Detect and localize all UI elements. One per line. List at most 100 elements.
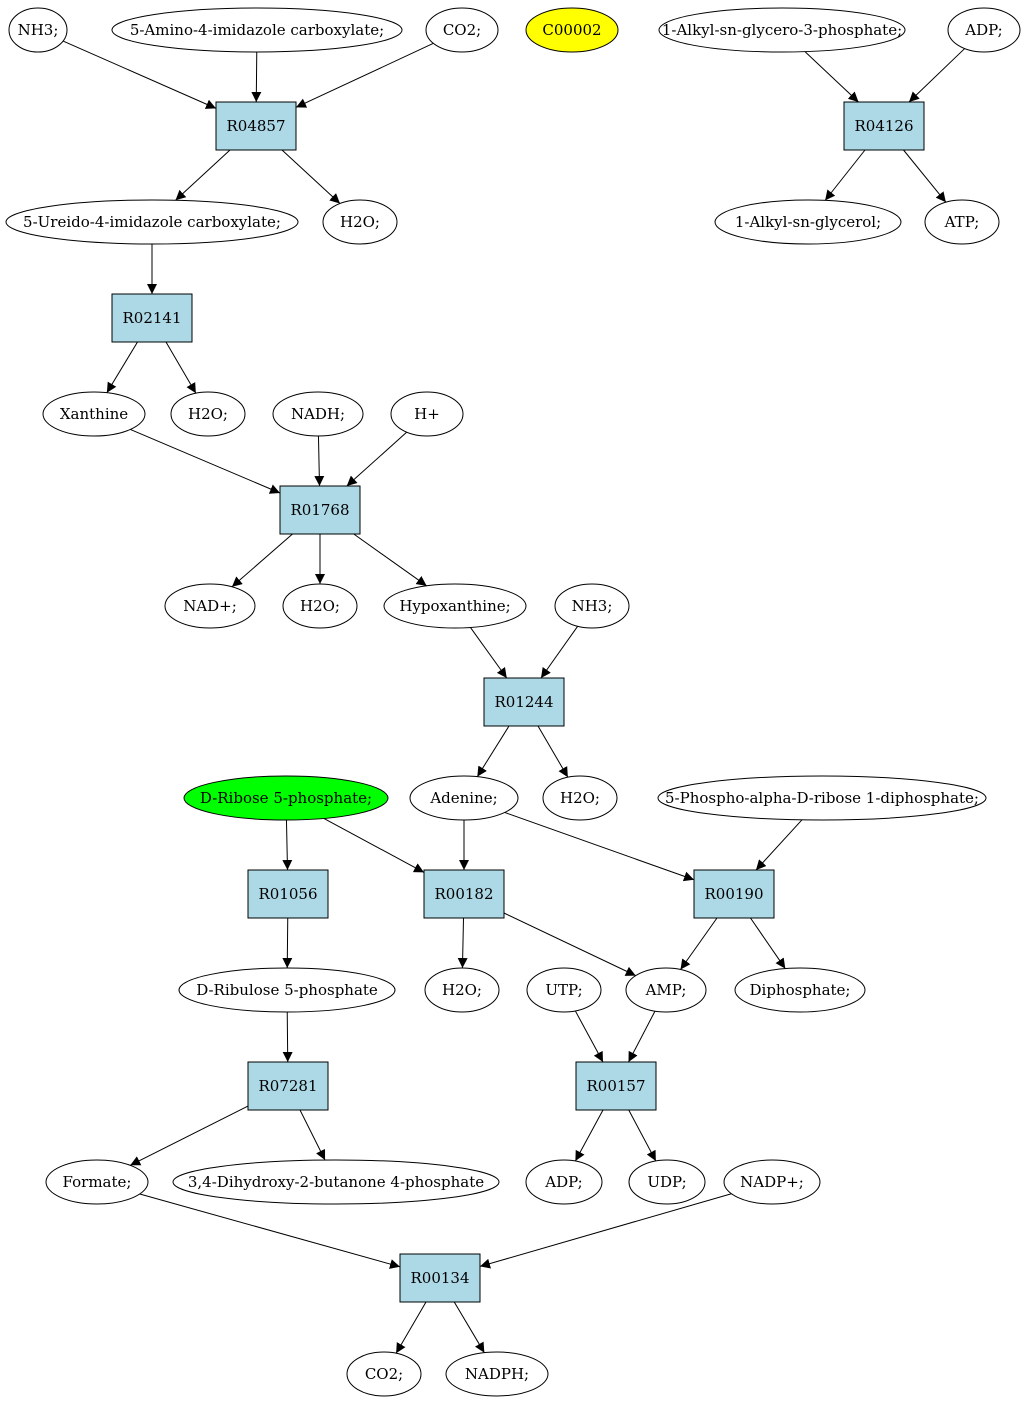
compound-ellipse bbox=[734, 967, 866, 1013]
compound-node-nh3[interactable]: NH3; bbox=[554, 583, 630, 629]
compound-ellipse bbox=[183, 775, 389, 821]
compound-node-d-ribose-5-phosphate[interactable]: D-Ribose 5-phosphate; bbox=[183, 775, 389, 821]
node-label: C00002 bbox=[542, 21, 601, 39]
edge-r00157-to-udp bbox=[628, 1109, 657, 1162]
compound-node-h[interactable]: H+ bbox=[390, 391, 464, 437]
compound-node-d-ribulose-5-phosphate[interactable]: D-Ribulose 5-phosphate bbox=[178, 967, 396, 1013]
compound-ellipse bbox=[178, 967, 396, 1013]
reaction-box bbox=[247, 1061, 329, 1111]
compound-node-1-alkyl-sn-glycero-3-phosphate[interactable]: 1-Alkyl-sn-glycero-3-phosphate; bbox=[658, 7, 906, 53]
compound-node-diphosphate[interactable]: Diphosphate; bbox=[734, 967, 866, 1013]
node-label: R00190 bbox=[704, 885, 763, 903]
nodes-layer: NH3; 5-Amino-4-imidazole carboxylate; CO2;… bbox=[5, 7, 1021, 1397]
edge-r00182-to-h2o-e bbox=[457, 917, 468, 969]
compound-node-nad[interactable]: NAD+; bbox=[164, 583, 256, 629]
compound-ellipse bbox=[525, 1159, 603, 1205]
compound-ellipse bbox=[383, 583, 527, 629]
edge-r04126-to-atp bbox=[903, 149, 947, 203]
node-label: R01244 bbox=[494, 693, 553, 711]
compound-node-1-alkyl-sn-glycerol[interactable]: 1-Alkyl-sn-glycerol; bbox=[714, 199, 902, 245]
compound-node-xanthine[interactable]: Xanthine bbox=[42, 391, 146, 437]
compound-node-atp[interactable]: ATP; bbox=[924, 199, 1000, 245]
compound-node-h2o[interactable]: H2O; bbox=[170, 391, 246, 437]
reaction-node-r07281[interactable]: R07281 bbox=[247, 1061, 329, 1111]
node-label: 5-Ureido-4-imidazole carboxylate; bbox=[23, 213, 281, 231]
edges-layer bbox=[62, 40, 966, 1354]
node-label: R01768 bbox=[290, 501, 349, 519]
compound-ellipse bbox=[45, 1159, 149, 1205]
compound-node-adp[interactable]: ADP; bbox=[525, 1159, 603, 1205]
edge-r01768-to-hypoxanthine bbox=[353, 533, 427, 587]
compound-node-5-amino-4-imidazole-carboxylate[interactable]: 5-Amino-4-imidazole carboxylate; bbox=[111, 7, 403, 53]
reaction-box bbox=[399, 1253, 481, 1303]
compound-ellipse bbox=[445, 1351, 549, 1397]
compound-node-nadph[interactable]: NADPH; bbox=[445, 1351, 549, 1397]
compound-node-adenine[interactable]: Adenine; bbox=[409, 775, 519, 821]
compound-node-adp[interactable]: ADP; bbox=[947, 7, 1021, 53]
compound-node-h2o[interactable]: H2O; bbox=[424, 967, 500, 1013]
reaction-node-r04126[interactable]: R04126 bbox=[843, 101, 925, 151]
edge-r00134-to-nadph bbox=[453, 1301, 485, 1353]
node-label: R04857 bbox=[226, 117, 285, 135]
node-label: 1-Alkyl-sn-glycerol; bbox=[735, 213, 881, 231]
edge-r07281-to-formate bbox=[129, 1105, 249, 1166]
compound-node-c00002[interactable]: C00002 bbox=[525, 7, 619, 53]
compound-node-5-phospho-alpha-d-ribose-1-diphosphate[interactable]: 5-Phospho-alpha-D-ribose 1-diphosphate; bbox=[657, 775, 987, 821]
compound-node-co2[interactable]: CO2; bbox=[346, 1351, 422, 1397]
edge-r02141-to-h2o-b bbox=[165, 341, 197, 394]
compound-ellipse bbox=[526, 967, 602, 1013]
reaction-box bbox=[111, 293, 193, 343]
reaction-node-r02141[interactable]: R02141 bbox=[111, 293, 193, 343]
edge-co2-a-to-r04857 bbox=[295, 42, 434, 108]
edge-r01244-to-adenine bbox=[476, 725, 510, 777]
edge-hplus-to-r01768 bbox=[346, 431, 408, 487]
compound-node-hypoxanthine[interactable]: Hypoxanthine; bbox=[383, 583, 527, 629]
compound-node-udp[interactable]: UDP; bbox=[628, 1159, 706, 1205]
compound-ellipse bbox=[628, 1159, 706, 1205]
reaction-node-r01768[interactable]: R01768 bbox=[279, 485, 361, 535]
edge-amp-to-r00157 bbox=[628, 1010, 656, 1063]
compound-node-nh3[interactable]: NH3; bbox=[8, 7, 68, 53]
node-label: CO2; bbox=[365, 1365, 403, 1383]
compound-ellipse bbox=[5, 199, 299, 245]
edge-r04126-to-alkyl-glycerol bbox=[824, 149, 866, 201]
compound-node-nadh[interactable]: NADH; bbox=[272, 391, 364, 437]
compound-ellipse bbox=[164, 583, 256, 629]
node-label: NH3; bbox=[18, 21, 59, 39]
compound-node-utp[interactable]: UTP; bbox=[526, 967, 602, 1013]
compound-node-h2o[interactable]: H2O; bbox=[542, 775, 618, 821]
reaction-node-r00134[interactable]: R00134 bbox=[399, 1253, 481, 1303]
compound-ellipse bbox=[409, 775, 519, 821]
reaction-node-r00157[interactable]: R00157 bbox=[575, 1061, 657, 1111]
reaction-node-r04857[interactable]: R04857 bbox=[215, 101, 297, 151]
node-label: H+ bbox=[414, 405, 440, 423]
reaction-box bbox=[247, 869, 329, 919]
reaction-box bbox=[423, 869, 505, 919]
compound-node-3-4-dihydroxy-2-butanone-4-phosphate[interactable]: 3,4-Dihydroxy-2-butanone 4-phosphate bbox=[172, 1159, 500, 1205]
node-label: 1-Alkyl-sn-glycero-3-phosphate; bbox=[662, 21, 902, 39]
reaction-node-r01244[interactable]: R01244 bbox=[483, 677, 565, 727]
node-label: NH3; bbox=[572, 597, 613, 615]
compound-node-5-ureido-4-imidazole-carboxylate[interactable]: 5-Ureido-4-imidazole carboxylate; bbox=[5, 199, 299, 245]
reaction-box bbox=[693, 869, 775, 919]
compound-node-h2o[interactable]: H2O; bbox=[282, 583, 358, 629]
reaction-node-r00190[interactable]: R00190 bbox=[693, 869, 775, 919]
edge-hypoxanthine-to-r01244 bbox=[470, 627, 508, 679]
compound-node-h2o[interactable]: H2O; bbox=[322, 199, 398, 245]
compound-node-co2[interactable]: CO2; bbox=[425, 7, 499, 53]
reaction-node-r01056[interactable]: R01056 bbox=[247, 869, 329, 919]
compound-node-formate[interactable]: Formate; bbox=[45, 1159, 149, 1205]
node-label: R01056 bbox=[258, 885, 317, 903]
reaction-box bbox=[215, 101, 297, 151]
compound-node-nadp[interactable]: NADP+; bbox=[723, 1159, 821, 1205]
reaction-box bbox=[483, 677, 565, 727]
node-label: Adenine; bbox=[429, 789, 497, 807]
compound-node-amp[interactable]: AMP; bbox=[625, 967, 707, 1013]
node-label: D-Ribulose 5-phosphate bbox=[196, 981, 378, 999]
edge-alkyl-glycero3p-to-r04126 bbox=[804, 51, 859, 103]
compound-ellipse bbox=[42, 391, 146, 437]
compound-ellipse bbox=[924, 199, 1000, 245]
edge-nadpplus-to-r00134 bbox=[479, 1193, 732, 1269]
node-label: R02141 bbox=[122, 309, 181, 327]
reaction-node-r00182[interactable]: R00182 bbox=[423, 869, 505, 919]
